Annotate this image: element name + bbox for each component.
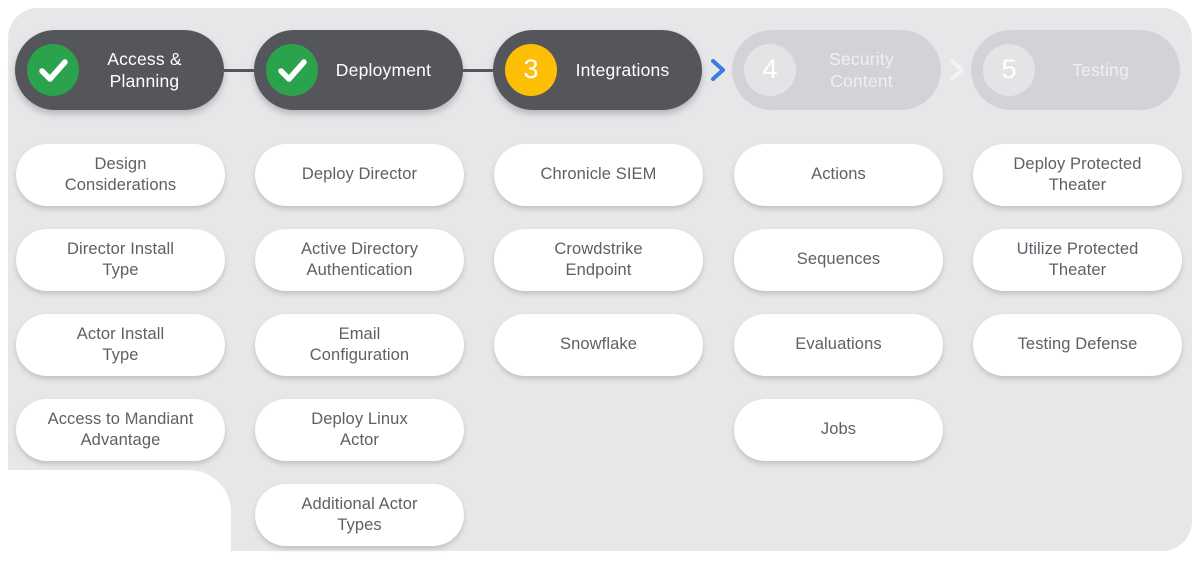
chip-deploy-protected-theater[interactable]: Deploy Protected Theater [973,144,1182,206]
chip-additional-actor-types[interactable]: Additional Actor Types [255,484,464,546]
chip-design-considerations[interactable]: Design Considerations [16,144,225,206]
chip-label: Director Install Type [66,239,175,279]
column-testing: Deploy Protected Theater Utilize Protect… [973,144,1182,376]
chip-label: Actions [811,165,866,184]
stage-number: 5 [1001,53,1017,84]
stage-label: Access & Planning [107,48,182,91]
chip-label: Chronicle SIEM [540,165,657,184]
stage-label: Integrations [575,59,670,80]
column-deployment: Deploy Director Active Directory Authent… [255,144,464,546]
stage-number: 3 [523,53,539,84]
chip-label: Snowflake [559,335,638,354]
chip-label: Crowdstrike Endpoint [554,239,643,279]
current-step-number-icon: 3 [505,44,557,96]
column-security-content: Actions Sequences Evaluations Jobs [734,144,943,461]
chip-chronicle-siem[interactable]: Chronicle SIEM [494,144,703,206]
chevron-right-icon-blue [702,30,732,110]
chip-access-to-mandiant-advantage[interactable]: Access to Mandiant Advantage [16,399,225,461]
chip-label: Jobs [820,420,857,439]
stage-label: Testing [1072,59,1129,80]
chip-label: Evaluations [795,335,882,354]
chip-sequences[interactable]: Sequences [734,229,943,291]
chip-label: Testing Defense [1017,335,1138,354]
chip-crowdstrike-endpoint[interactable]: Crowdstrike Endpoint [494,229,703,291]
stage-testing[interactable]: 5 Testing [971,30,1180,110]
chip-label: Deploy Director [301,165,418,184]
stage-connector-line-1 [224,30,254,110]
stage-security-content[interactable]: 4 Security Content [732,30,941,110]
chip-actions[interactable]: Actions [734,144,943,206]
check-icon [27,44,79,96]
chevron-right-icon-light [941,30,971,110]
chip-label: Deploy Linux Actor [311,409,408,449]
check-icon [266,44,318,96]
chip-active-directory-authentication[interactable]: Active Directory Authentication [255,229,464,291]
chip-deploy-director[interactable]: Deploy Director [255,144,464,206]
chip-evaluations[interactable]: Evaluations [734,314,943,376]
column-access-planning: Design Considerations Director Install T… [16,144,225,461]
chip-utilize-protected-theater[interactable]: Utilize Protected Theater [973,229,1182,291]
chip-label: Utilize Protected Theater [1016,239,1139,279]
column-integrations: Chronicle SIEM Crowdstrike Endpoint Snow… [494,144,703,376]
chip-label: Email Configuration [309,324,410,364]
chip-label: Access to Mandiant Advantage [47,409,194,449]
stage-label: Security Content [829,48,894,91]
chip-email-configuration[interactable]: Email Configuration [255,314,464,376]
chip-label: Sequences [796,250,881,269]
chip-testing-defense[interactable]: Testing Defense [973,314,1182,376]
chip-jobs[interactable]: Jobs [734,399,943,461]
step-number-icon: 5 [983,44,1035,96]
stage-label: Deployment [335,59,432,80]
chip-label: Additional Actor Types [301,494,418,534]
step-number-icon: 4 [744,44,796,96]
stage-number: 4 [762,53,778,84]
stage-connector-line-2 [463,30,493,110]
stage-access-planning[interactable]: Access & Planning [15,30,224,110]
chip-director-install-type[interactable]: Director Install Type [16,229,225,291]
chip-deploy-linux-actor[interactable]: Deploy Linux Actor [255,399,464,461]
stage-deployment[interactable]: Deployment [254,30,463,110]
chip-actor-install-type[interactable]: Actor Install Type [16,314,225,376]
stage-integrations[interactable]: 3 Integrations [493,30,702,110]
chip-label: Active Directory Authentication [300,239,419,279]
chip-label: Actor Install Type [76,324,165,364]
chip-snowflake[interactable]: Snowflake [494,314,703,376]
stage-stepper: Access & Planning Deployment 3 Integrati… [15,30,1180,110]
chip-label: Deploy Protected Theater [1013,154,1142,194]
chip-label: Design Considerations [64,154,177,194]
background-notch [0,470,231,566]
